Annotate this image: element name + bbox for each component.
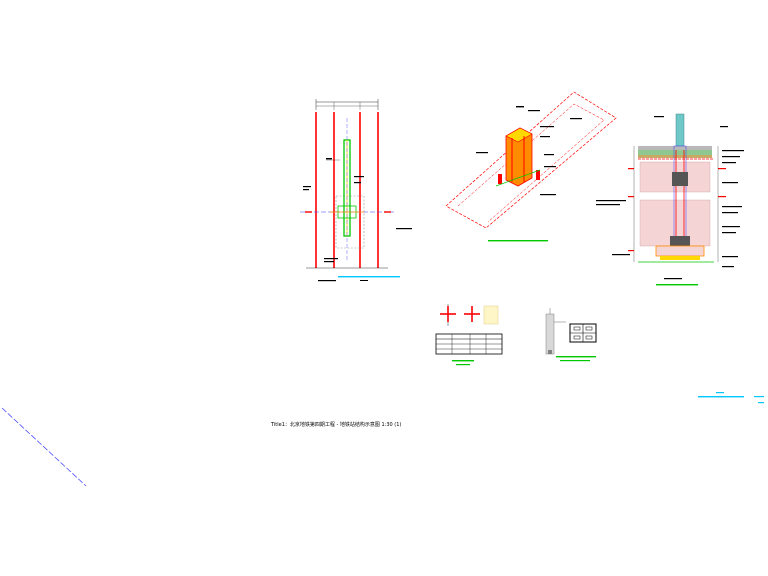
pile-caption-bar xyxy=(556,356,596,358)
notes-block xyxy=(698,392,764,404)
stray-construction-line xyxy=(1,407,87,487)
symbols-caption-bar xyxy=(452,360,474,362)
section-caption-bar xyxy=(656,284,698,286)
section-view xyxy=(596,113,744,286)
symbols-legend xyxy=(435,304,503,366)
elevation-caption-bar xyxy=(338,276,400,278)
drawing-title-note: Title1：北京地铁第四期工程 - 地铁站结构示意图 1:30 (1) xyxy=(270,421,401,428)
isometric-caption-bar xyxy=(488,240,548,242)
pile-detail xyxy=(545,308,597,362)
isometric-view xyxy=(445,91,617,242)
elevation-view xyxy=(300,99,412,282)
